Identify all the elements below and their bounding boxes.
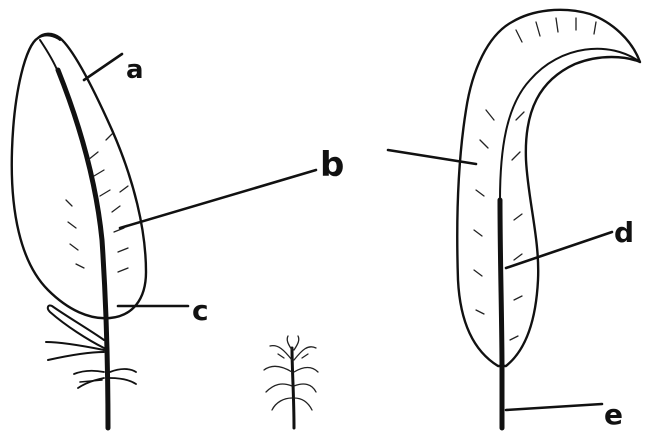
label-a: a	[126, 55, 144, 85]
down-feather	[264, 336, 318, 428]
contour-feather	[12, 34, 146, 428]
label-c: c	[192, 294, 209, 327]
label-b-left: b	[320, 145, 344, 185]
leader-line-e	[506, 404, 602, 410]
flight-feather-rachis	[500, 200, 502, 428]
leader-line-b-left	[120, 170, 316, 228]
label-d: d	[614, 216, 634, 249]
leader-line-d	[506, 232, 612, 268]
label-e: e	[604, 398, 623, 431]
leader-line-a	[84, 54, 122, 80]
leader-line-b-right	[388, 150, 476, 164]
flight-feather	[457, 10, 640, 428]
contour-feather-rachis	[58, 70, 108, 428]
